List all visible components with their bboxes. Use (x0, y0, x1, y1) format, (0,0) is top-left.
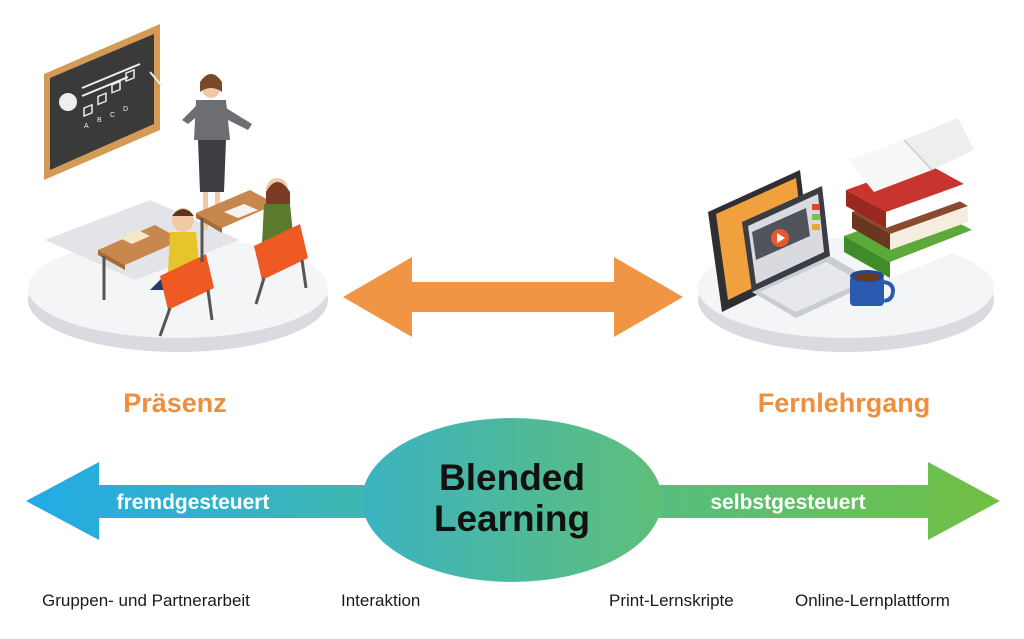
chalk-option-b: B (97, 117, 102, 124)
open-book (848, 140, 932, 192)
chalkboard: A B C D (44, 24, 163, 180)
chalk-option-c: C (110, 112, 115, 119)
center-title-line2: Learning (434, 498, 590, 539)
chalk-option-d: D (123, 106, 128, 113)
coffee-mug (850, 270, 895, 306)
laptop-device (742, 186, 874, 318)
blended-learning-ellipse (362, 418, 662, 582)
chalk-circle (59, 93, 77, 111)
book-stack (844, 118, 974, 278)
classroom-illustration: A B C D (28, 24, 328, 352)
feature-print-lernskripte: Print-Lernskripte (609, 591, 734, 610)
scale-label-fremdgesteuert: fremdgesteuert (117, 491, 270, 514)
distance-learning-illustration (698, 118, 994, 352)
chalk-option-a: A (84, 123, 89, 130)
exchange-double-arrow (343, 257, 683, 337)
center-title-line1: Blended (439, 457, 585, 498)
feature-online-lernplattform: Online-Lernplattform (795, 591, 950, 610)
feature-interaktion: Interaktion (341, 591, 420, 610)
mode-label-praesenz: Präsenz (123, 388, 227, 418)
chair-front (160, 254, 214, 310)
student-desk-front (98, 208, 214, 337)
student-desk-back (196, 178, 308, 305)
mode-label-fernlehrgang: Fernlehrgang (758, 388, 931, 418)
feature-gruppen-partnerarbeit: Gruppen- und Partnerarbeit (42, 591, 250, 610)
scale-label-selbstgesteuert: selbstgesteuert (710, 491, 865, 514)
chair-back (254, 224, 308, 280)
